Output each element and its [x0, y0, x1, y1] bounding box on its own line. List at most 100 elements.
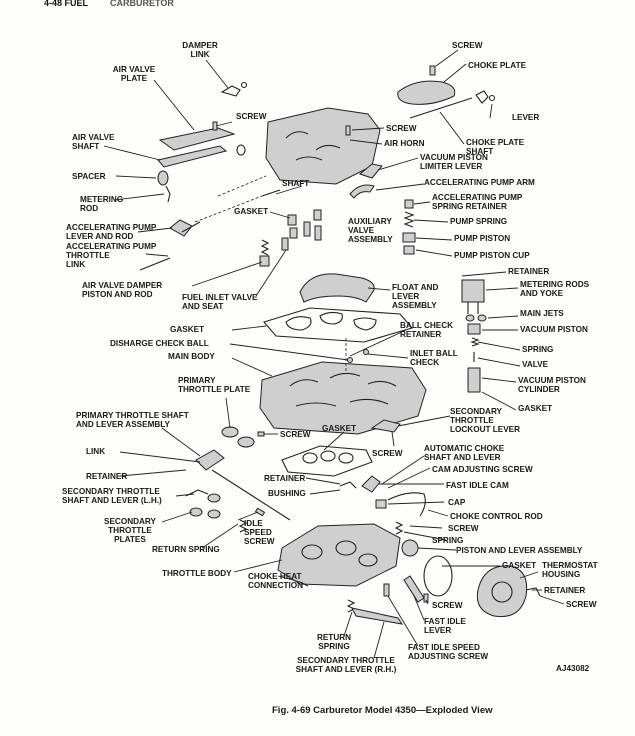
screw-primary-part	[257, 431, 265, 437]
label-vacuum-piston: VACUUM PISTON	[520, 325, 588, 334]
label-main-jets: MAIN JETS	[520, 309, 564, 318]
air-valve-damper-part	[260, 239, 270, 256]
label-accel-pump-arm: ACCELERATING PUMP ARM	[424, 178, 535, 187]
thermostat-housing-part	[476, 565, 528, 618]
lever-top-part	[488, 94, 496, 102]
fuel-inlet-valve-part	[281, 237, 289, 251]
label-screw-air-valve: SCREW	[236, 112, 267, 121]
label-main-body: MAIN BODY	[168, 352, 215, 361]
air-valve-plate-part	[158, 127, 236, 151]
gasket-lower-part	[281, 445, 373, 477]
label-retainer-right: RETAINER	[508, 267, 549, 276]
secondary-throttle-plates-part	[189, 507, 203, 517]
screw-air-horn-part	[345, 125, 351, 136]
label-screw-air-horn: SCREW	[386, 124, 417, 133]
figure-code: AJ43082	[556, 664, 590, 673]
label-retainer-left: RETAINER	[86, 472, 127, 481]
label-screw-lockout: SCREW	[372, 449, 403, 458]
retainer-thermo-part	[525, 587, 541, 597]
metering-rod-part	[165, 185, 171, 203]
label-spring-right: SPRING	[522, 345, 553, 354]
label-lever-top: LEVER	[512, 113, 539, 122]
label-screw-bottom: SCREW	[432, 601, 463, 610]
label-air-horn: AIR HORN	[384, 139, 425, 148]
page-header-sub: CARBURETOR	[110, 0, 174, 8]
label-valve: VALVE	[522, 360, 549, 369]
label-choke-plate: CHOKE PLATE	[468, 61, 527, 70]
gasket-thermo-part	[423, 555, 453, 597]
spacer-part	[157, 170, 169, 186]
label-pump-piston: PUMP PISTON	[454, 234, 510, 243]
primary-throttle-shaft-part	[195, 449, 225, 471]
label-gasket-lower: GASKET	[322, 424, 356, 433]
screw-bottom-part	[423, 593, 429, 603]
label-pump-piston-cup: PUMP PISTON CUP	[454, 251, 530, 260]
label-gasket-mid: GASKET	[170, 325, 204, 334]
primary-throttle-plate-part	[221, 426, 239, 438]
gasket-mid-part	[263, 307, 413, 343]
float-part	[299, 273, 375, 303]
label-cam-adjusting-screw: CAM ADJUSTING SCREW	[432, 465, 533, 474]
air-valve-shaft-part	[157, 145, 228, 168]
page-header: 4-48 FUEL	[44, 0, 89, 8]
damper-link-part	[220, 85, 241, 97]
leader-lines	[103, 49, 565, 659]
label-screw-top: SCREW	[452, 41, 483, 50]
choke-control-rod-part	[387, 492, 426, 517]
choke-plate-part	[397, 80, 456, 105]
auxiliary-valve-part	[314, 225, 322, 241]
vacuum-piston-part	[467, 323, 481, 335]
label-shaft: SHAFT	[282, 179, 309, 188]
choke-heat-connection-part	[299, 581, 309, 587]
inlet-ball-check-part	[363, 349, 369, 355]
label-screw-thermo: SCREW	[566, 600, 597, 609]
fast-idle-lever-part	[403, 575, 425, 603]
label-gasket-thermo: GASKET	[502, 561, 536, 570]
label-spacer: SPACER	[72, 172, 106, 181]
label-screw-primary: SCREW	[280, 430, 311, 439]
fast-idle-speed-screw-part	[383, 583, 390, 597]
spring-choke-part	[394, 521, 404, 535]
label-gasket-top: GASKET	[234, 207, 268, 216]
label-pump-spring: PUMP SPRING	[450, 217, 507, 226]
cap-part	[375, 499, 387, 509]
piston-lever-assembly-part	[401, 539, 419, 557]
spring-right-part	[470, 337, 480, 347]
accel-pump-arm-part	[349, 184, 375, 199]
discharge-check-ball-part	[347, 357, 353, 363]
fast-idle-cam-part	[361, 475, 381, 493]
secondary-throttle-lockout-part	[370, 419, 401, 433]
label-fast-idle-cam: FAST IDLE CAM	[446, 481, 509, 490]
label-choke-control-rod: CHOKE CONTROL ROD	[450, 512, 543, 521]
label-gasket-right: GASKET	[518, 404, 552, 413]
label-piston-lever-assembly: PISTON AND LEVER ASSEMBLY	[456, 546, 583, 555]
label-retainer-thermo: RETAINER	[544, 586, 585, 595]
vacuum-piston-cylinder-part	[467, 367, 481, 393]
